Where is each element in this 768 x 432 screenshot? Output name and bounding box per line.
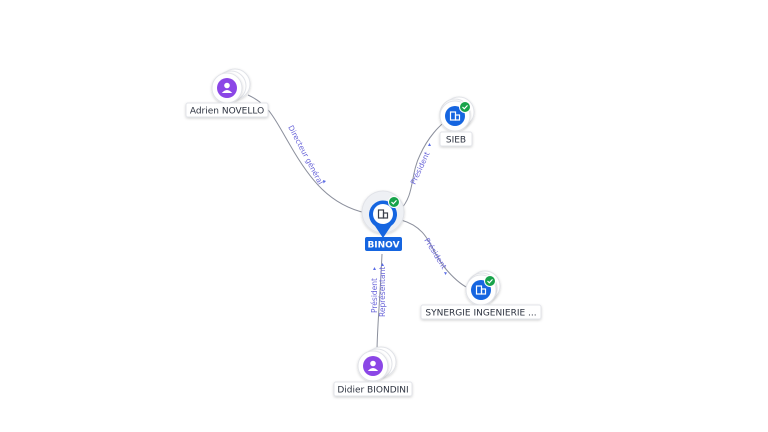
center-node-label: BINOV <box>367 241 399 251</box>
edge-label-president-synergie: Président <box>422 236 448 270</box>
node-synergie-ingenierie[interactable]: SYNERGIE INGENIERIE ... <box>420 270 542 320</box>
check-icon <box>484 275 496 287</box>
edge-label-representant-word: Représentant <box>378 267 387 317</box>
check-icon <box>388 196 400 208</box>
edge-binov-synergie: Président <box>400 219 469 289</box>
node-label: Didier BIONDINI <box>337 386 408 396</box>
edge-label-president: Président <box>370 278 379 313</box>
node-binov-center[interactable]: BINOV <box>361 190 405 251</box>
check-icon <box>459 101 471 113</box>
edge-label-president-sieb: Président <box>409 150 432 186</box>
edge-arrow <box>444 272 447 275</box>
node-label: Adrien NOVELLO <box>190 107 264 117</box>
node-didier-biondini[interactable]: Didier BIONDINI <box>333 346 413 397</box>
edge-arrow <box>428 143 431 146</box>
building-icon <box>377 209 389 219</box>
edge-arrow <box>373 267 376 270</box>
person-icon <box>217 78 237 98</box>
node-sieb[interactable]: SIEB <box>439 96 475 147</box>
edge-label-directeur-general: Directeur général <box>286 124 325 186</box>
person-icon <box>363 356 383 376</box>
edge-arrow <box>323 180 326 184</box>
edge-label-representant: Représentant <box>378 267 387 317</box>
node-label: SIEB <box>446 136 466 146</box>
node-adrien-novello[interactable]: Adrien NOVELLO <box>185 68 269 118</box>
edge-didier-binov: Président Représentant <box>370 253 387 353</box>
building-icon <box>445 106 465 126</box>
node-label: SYNERGIE INGENIERIE ... <box>425 309 536 319</box>
edge-arrow <box>381 263 384 266</box>
edge-label-president-word: Président <box>370 278 379 313</box>
